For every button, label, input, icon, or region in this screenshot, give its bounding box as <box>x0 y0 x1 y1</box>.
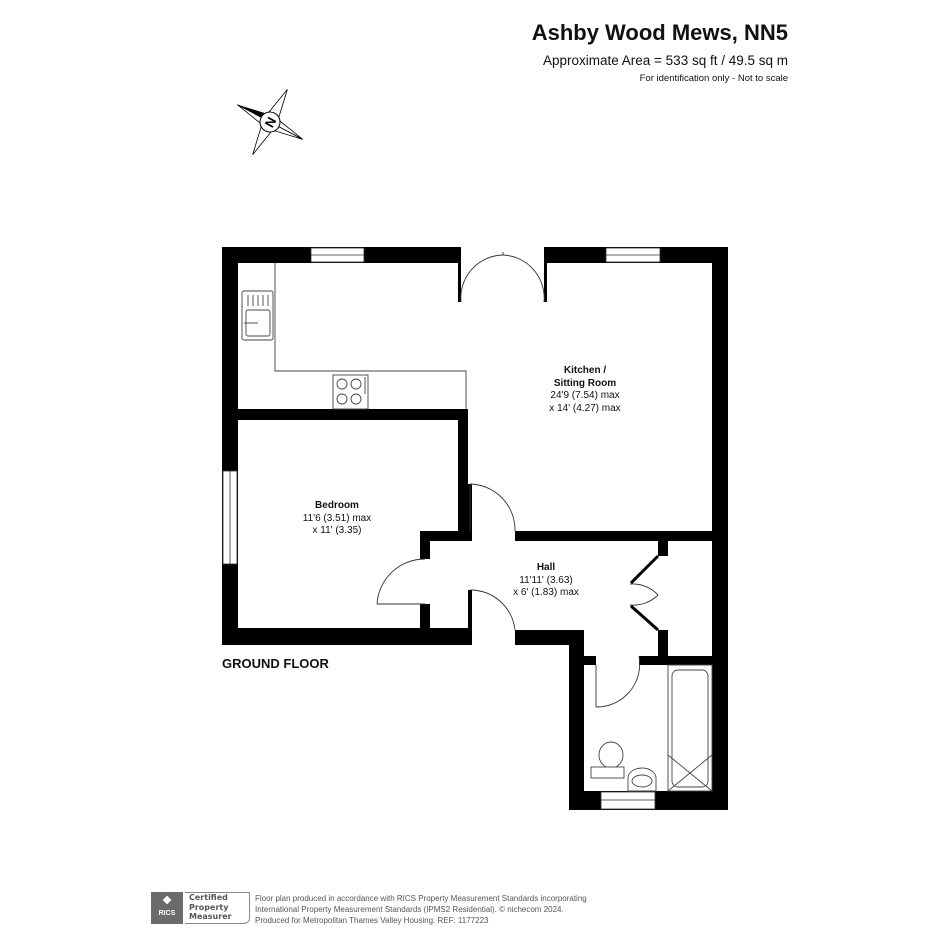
toilet-icon <box>590 741 625 779</box>
basin-icon <box>627 767 657 792</box>
hob-icon <box>332 374 369 410</box>
room-label-hall: Hall 11'11' (3.63) x 6' (1.83) max <box>513 562 579 600</box>
badge-text-2: Property <box>189 902 229 912</box>
sink-icon <box>241 290 274 341</box>
compass-icon <box>237 89 303 155</box>
rics-logo: ❖RICS <box>151 892 183 924</box>
room-label-bedroom: Bedroom 11'6 (3.51) max x 11' (3.35) <box>303 500 371 538</box>
kitchen-dimension-2: x 14' (4.27) max <box>549 402 621 414</box>
kitchen-dimension-1: 24'9 (7.54) max <box>550 390 620 401</box>
kitchen-name-line2: Sitting Room <box>553 377 617 389</box>
hall-name: Hall <box>536 562 556 573</box>
bedroom-dimension-2: x 11' (3.35) <box>312 525 362 536</box>
rics-badge: ❖RICS Certified Property Measurer <box>151 892 250 924</box>
badge-text-1: Certified <box>189 893 228 902</box>
kitchen-name-line1: Kitchen / <box>563 365 607 376</box>
bath-icon <box>667 664 713 792</box>
room-label-kitchen: Kitchen / Sitting Room 24'9 (7.54) max x… <box>549 365 620 415</box>
approximate-area: Approximate Area = 533 sq ft / 49.5 sq m <box>542 53 788 68</box>
kitchen-counter <box>274 263 467 409</box>
property-title: Ashby Wood Mews, NN5 <box>531 20 788 45</box>
bedroom-name: Bedroom <box>315 500 359 511</box>
hall-dimension-2: x 6' (1.83) max <box>513 587 579 598</box>
floor-label: GROUND FLOOR <box>222 656 329 671</box>
windows <box>222 247 661 810</box>
footer-line-1: Floor plan produced in accordance with R… <box>255 894 587 903</box>
badge-text-3: Measurer <box>189 912 232 921</box>
footer-notes: Floor plan produced in accordance with R… <box>255 893 587 926</box>
cupboard-doors <box>629 554 660 632</box>
walls <box>222 247 728 810</box>
bedroom-dimension-1: 11'6 (3.51) max <box>302 512 372 524</box>
identification-note: For identification only - Not to scale <box>639 73 788 84</box>
doors <box>376 252 659 708</box>
hall-dimension-1: 11'11' (3.63) <box>519 574 573 586</box>
footer-line-2: International Property Measurement Stand… <box>255 905 564 914</box>
footer-line-3: Produced for Metropolitan Thames Valley … <box>255 916 489 925</box>
